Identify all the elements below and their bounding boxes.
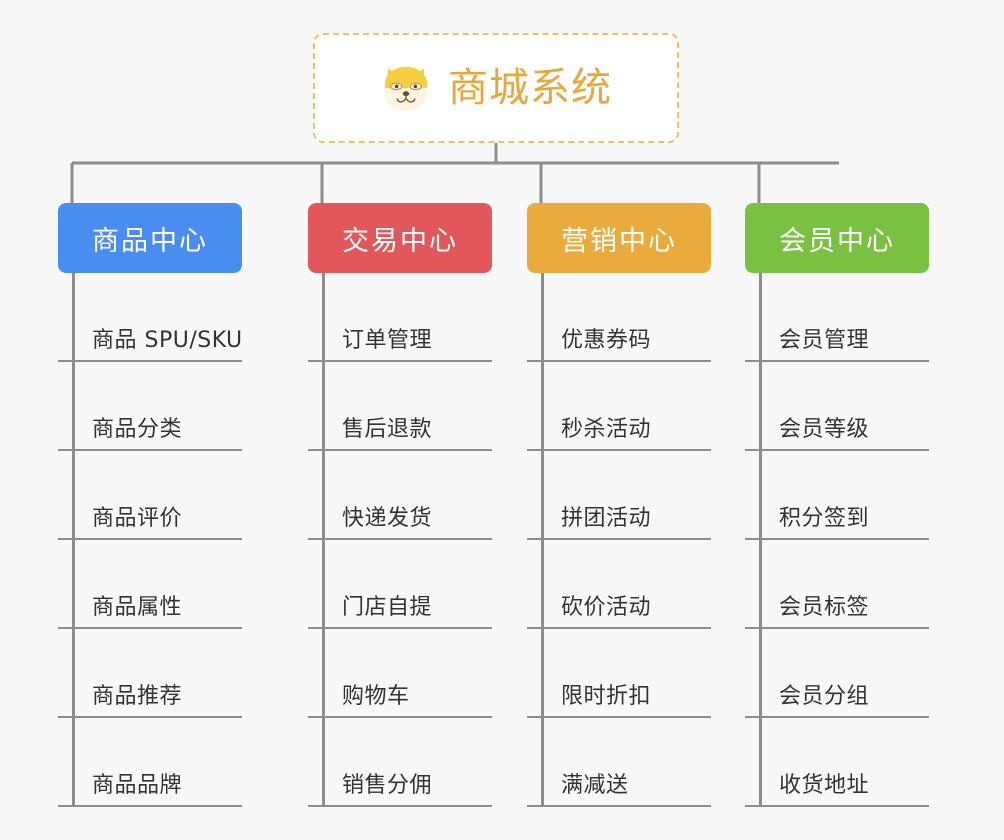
leaf-label: 会员标签: [779, 595, 870, 620]
leaf-label: 售后退款: [342, 417, 433, 442]
root-title: 商城系统: [448, 65, 612, 111]
leaf-label: 商品品牌: [92, 773, 183, 798]
leaf-item[interactable]: 商品分类: [58, 362, 242, 451]
leaf-label: 商品分类: [92, 417, 183, 442]
category-label-1: 商品中心: [92, 225, 208, 257]
category-box-2[interactable]: 交易中心: [308, 203, 492, 273]
leaf-label: 限时折扣: [561, 684, 652, 709]
leaf-item[interactable]: 限时折扣: [527, 629, 711, 718]
leaf-label: 会员等级: [779, 417, 870, 442]
leaf-label: 会员管理: [779, 328, 870, 353]
branch-column-1: 商品中心 商品 SPU/SKU 商品分类 商品评价 商品属性 商品推荐 商品品牌: [58, 203, 242, 807]
leaf-list-4: 会员管理 会员等级 积分签到 会员标签 会员分组 收货地址: [745, 273, 929, 807]
leaf-label: 快递发货: [342, 506, 433, 531]
branch-column-4: 会员中心 会员管理 会员等级 积分签到 会员标签 会员分组 收货地址: [745, 203, 929, 807]
leaf-label: 会员分组: [779, 684, 870, 709]
leaf-item[interactable]: 商品 SPU/SKU: [58, 273, 242, 362]
root-node[interactable]: 商城系统: [313, 33, 679, 143]
leaf-label: 购物车: [342, 684, 410, 709]
leaf-label: 商品评价: [92, 506, 183, 531]
leaf-stem-3: [541, 273, 544, 807]
category-box-1[interactable]: 商品中心: [58, 203, 242, 273]
leaf-item[interactable]: 会员分组: [745, 629, 929, 718]
leaf-item[interactable]: 会员管理: [745, 273, 929, 362]
leaf-item[interactable]: 订单管理: [308, 273, 492, 362]
leaf-label: 门店自提: [342, 595, 433, 620]
leaf-item[interactable]: 满减送: [527, 718, 711, 807]
leaf-stem-1: [72, 273, 75, 807]
branch-column-2: 交易中心 订单管理 售后退款 快递发货 门店自提 购物车 销售分佣: [308, 203, 492, 807]
leaf-label: 优惠券码: [561, 328, 652, 353]
category-box-4[interactable]: 会员中心: [745, 203, 929, 273]
leaf-label: 满减送: [561, 773, 629, 798]
leaf-item[interactable]: 收货地址: [745, 718, 929, 807]
leaf-item[interactable]: 拼团活动: [527, 451, 711, 540]
leaf-item[interactable]: 购物车: [308, 629, 492, 718]
leaf-item[interactable]: 会员标签: [745, 540, 929, 629]
leaf-label: 拼团活动: [561, 506, 652, 531]
leaf-item[interactable]: 销售分佣: [308, 718, 492, 807]
category-label-3: 营销中心: [561, 225, 677, 257]
leaf-label: 商品属性: [92, 595, 183, 620]
leaf-item[interactable]: 商品属性: [58, 540, 242, 629]
leaf-item[interactable]: 积分签到: [745, 451, 929, 540]
leaf-item[interactable]: 砍价活动: [527, 540, 711, 629]
leaf-list-1: 商品 SPU/SKU 商品分类 商品评价 商品属性 商品推荐 商品品牌: [58, 273, 242, 807]
leaf-label: 订单管理: [342, 328, 433, 353]
branch-column-3: 营销中心 优惠券码 秒杀活动 拼团活动 砍价活动 限时折扣 满减送: [527, 203, 711, 807]
category-box-3[interactable]: 营销中心: [527, 203, 711, 273]
leaf-label: 销售分佣: [342, 773, 433, 798]
leaf-label: 收货地址: [779, 773, 870, 798]
leaf-stem-4: [759, 273, 762, 807]
leaf-list-3: 优惠券码 秒杀活动 拼团活动 砍价活动 限时折扣 满减送: [527, 273, 711, 807]
leaf-item[interactable]: 商品品牌: [58, 718, 242, 807]
leaf-item[interactable]: 商品评价: [58, 451, 242, 540]
category-label-4: 会员中心: [779, 225, 895, 257]
leaf-label: 积分签到: [779, 506, 870, 531]
leaf-item[interactable]: 快递发货: [308, 451, 492, 540]
leaf-stem-2: [322, 273, 325, 807]
leaf-item[interactable]: 商品推荐: [58, 629, 242, 718]
leaf-label: 商品 SPU/SKU: [92, 328, 243, 353]
leaf-item[interactable]: 秒杀活动: [527, 362, 711, 451]
leaf-item[interactable]: 会员等级: [745, 362, 929, 451]
leaf-item[interactable]: 门店自提: [308, 540, 492, 629]
leaf-item[interactable]: 优惠券码: [527, 273, 711, 362]
leaf-item[interactable]: 售后退款: [308, 362, 492, 451]
leaf-label: 砍价活动: [561, 595, 652, 620]
shiba-dog-icon: [384, 66, 428, 111]
category-label-2: 交易中心: [342, 225, 458, 257]
leaf-label: 秒杀活动: [561, 417, 652, 442]
leaf-label: 商品推荐: [92, 684, 183, 709]
leaf-list-2: 订单管理 售后退款 快递发货 门店自提 购物车 销售分佣: [308, 273, 492, 807]
